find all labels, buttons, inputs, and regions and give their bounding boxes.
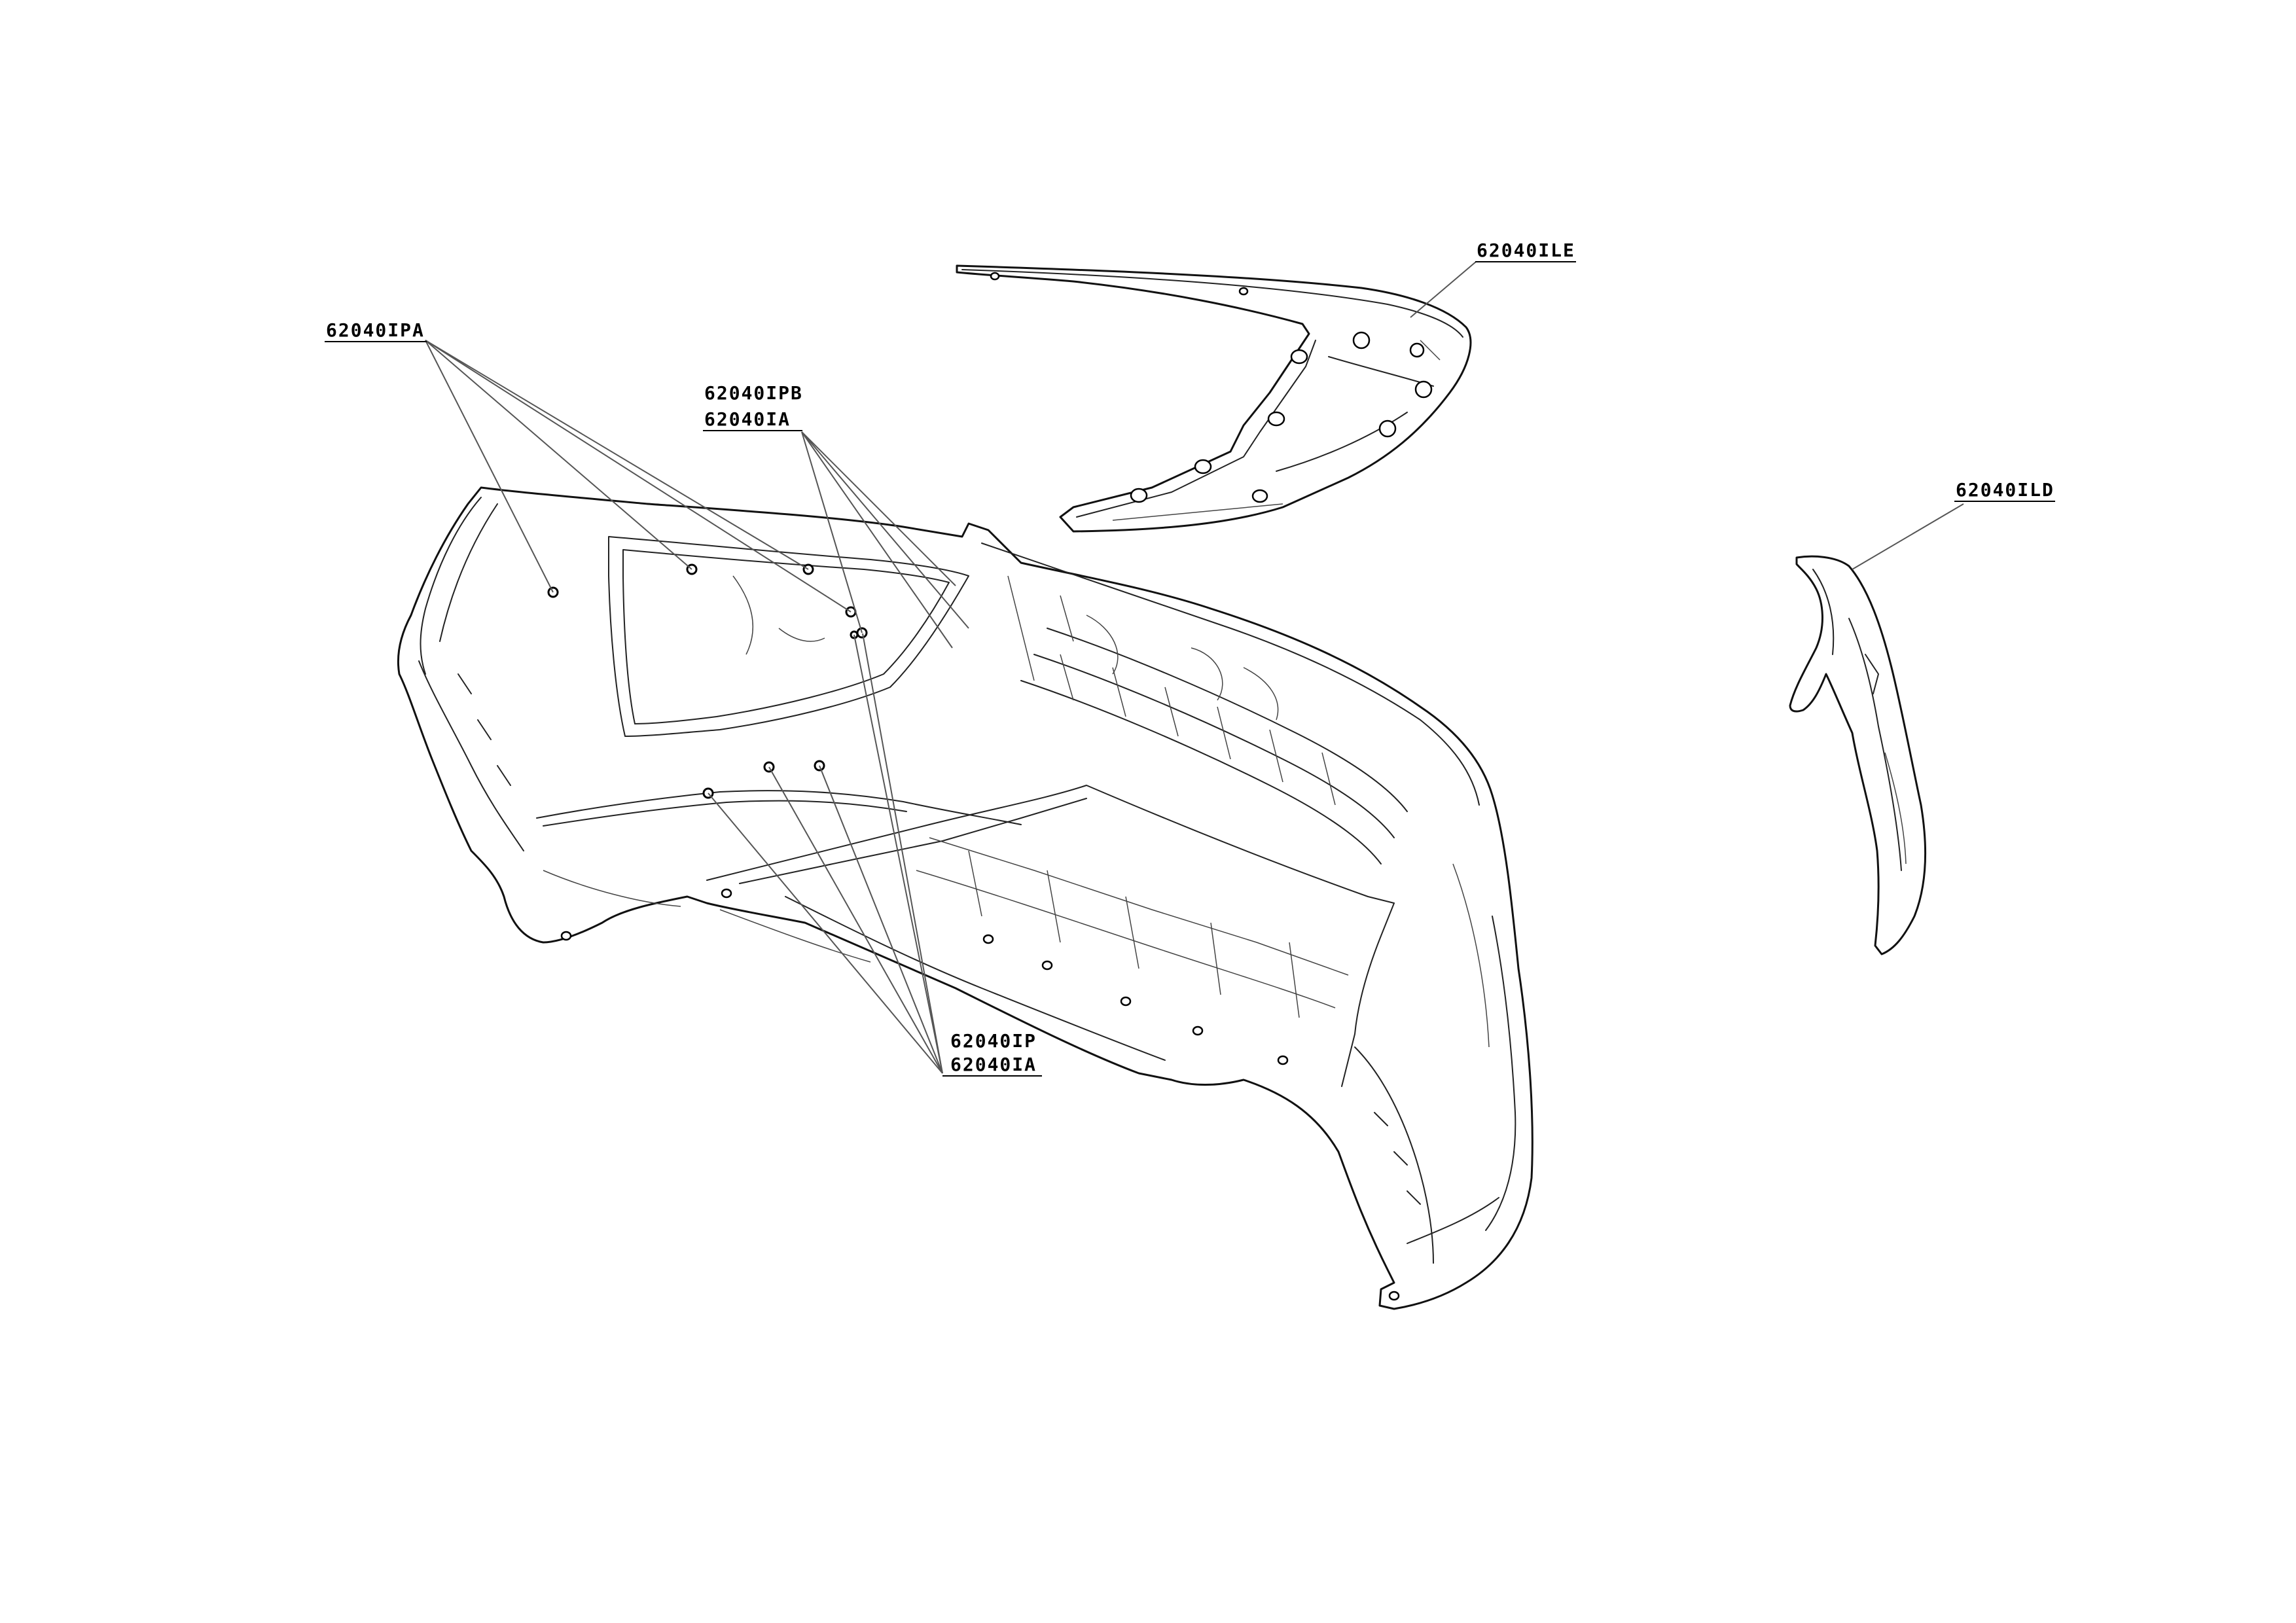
callout-label-ipb: 62040IPB [704,382,803,404]
callout-label-ile: 62040ILE [1477,240,1575,261]
callout-ipb-ia: 62040IPB 62040IA [703,382,803,431]
callout-label-ild: 62040ILD [1956,479,2054,501]
callout-label-ipa: 62040IPA [326,319,425,341]
upper-grille-trim [956,264,1472,533]
callout-label-ip: 62040IP [950,1030,1037,1052]
side-corner-trim [1789,555,1927,955]
leader-lines [425,261,1964,1074]
trim-clip-group [990,272,1433,503]
callout-ild: 62040ILD [1954,479,2055,502]
callout-ip-ia: 62040IP 62040IA [942,1030,1042,1077]
front-bumper-cover [397,486,1534,1310]
callout-label-ia-bottom: 62040IA [950,1054,1037,1075]
callout-label-ia-top: 62040IA [704,408,791,430]
callout-ile: 62040ILE [1475,240,1576,262]
callout-ipa: 62040IPA [325,319,427,342]
